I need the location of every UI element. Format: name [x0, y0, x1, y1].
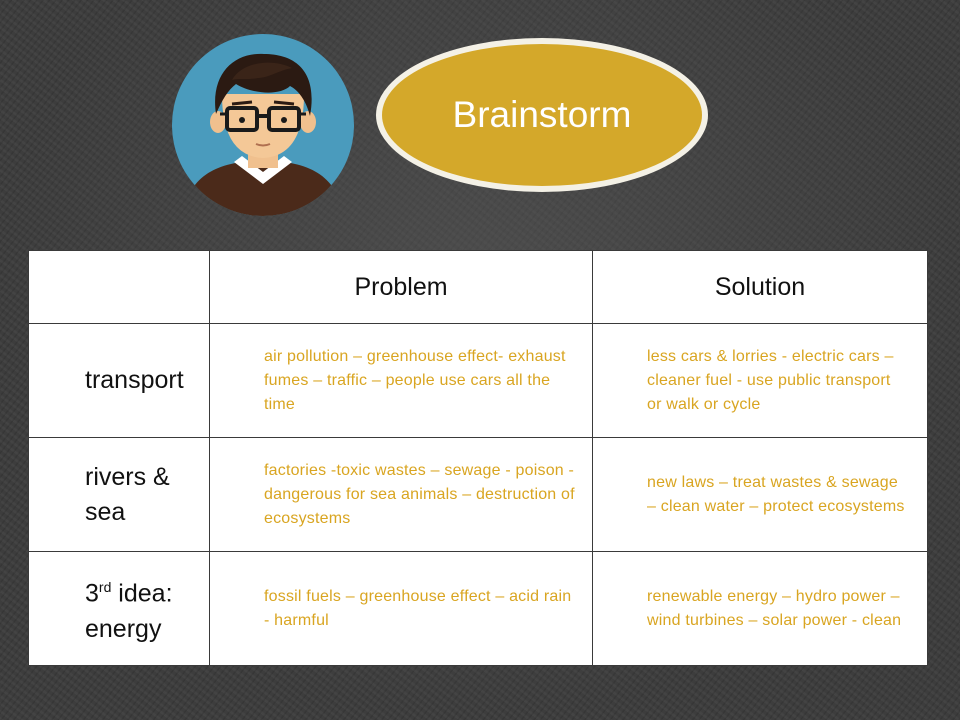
row-label-rivers-sea: rivers & sea [28, 437, 210, 552]
table-row: 3rd idea: energy fossil fuels – greenhou… [28, 551, 928, 666]
table-row: transport air pollution – greenhouse eff… [28, 323, 928, 438]
row-label-prefix: 3 [85, 579, 99, 608]
avatar [172, 34, 354, 216]
table-header-row: Problem Solution [28, 250, 928, 324]
header-problem: Problem [209, 250, 593, 324]
row-label-transport: transport [28, 323, 210, 438]
problem-cell: factories -toxic wastes – sewage - poiso… [209, 437, 593, 552]
brainstorm-bubble [376, 38, 708, 192]
row-label-energy: 3rd idea: energy [28, 551, 210, 666]
solution-cell: renewable energy – hydro power – wind tu… [592, 551, 928, 666]
row-label-superscript: rd [98, 579, 112, 596]
solution-cell: less cars & lorries - electric cars – cl… [592, 323, 928, 438]
solution-cell: new laws – treat wastes & sewage – clean… [592, 437, 928, 552]
row-label-suffix: idea: energy [85, 579, 173, 643]
header-solution: Solution [592, 250, 928, 324]
brainstorm-table: Problem Solution transport air pollution… [28, 250, 928, 666]
brainstorm-title: Brainstorm [452, 94, 632, 135]
problem-cell: air pollution – greenhouse effect- exhau… [209, 323, 593, 438]
table-row: rivers & sea factories -toxic wastes – s… [28, 437, 928, 552]
problem-cell: fossil fuels – greenhouse effect – acid … [209, 551, 593, 666]
header-empty [28, 250, 210, 324]
